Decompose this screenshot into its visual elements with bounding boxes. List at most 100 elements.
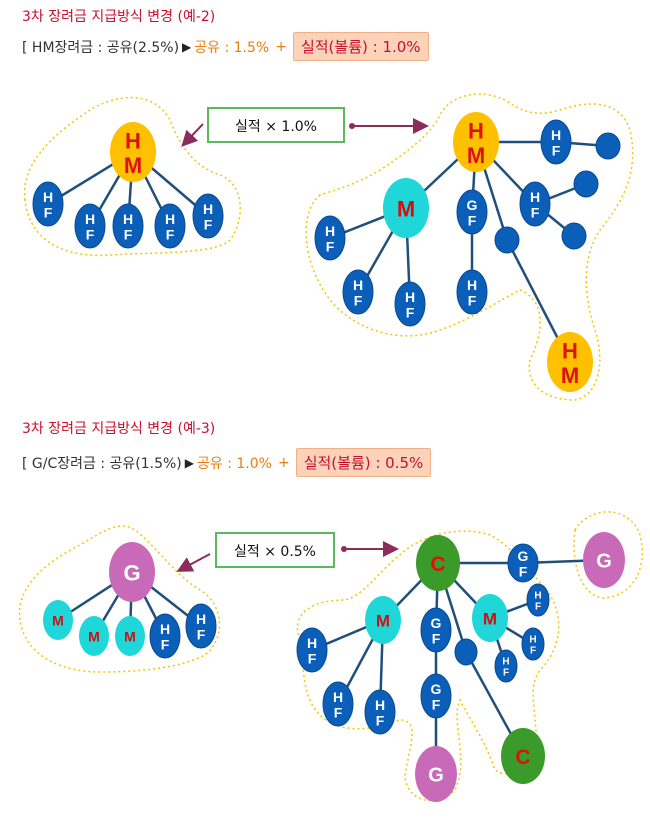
node-shape xyxy=(507,543,539,583)
example2-multiplier-label: 실적 × 1.0% xyxy=(235,119,317,135)
node-b2-d4 xyxy=(494,226,520,254)
node-label: H xyxy=(534,591,541,602)
node-a3-m1: M xyxy=(43,600,73,640)
node-label: F xyxy=(86,226,95,242)
node-label: G xyxy=(431,615,442,631)
node-label: F xyxy=(197,626,206,642)
node-b2-hf5: HF xyxy=(394,281,426,327)
node-label: F xyxy=(204,216,213,232)
node-label: H xyxy=(165,211,175,227)
node-shape xyxy=(561,222,587,250)
node-shape xyxy=(583,532,625,588)
node-label: M xyxy=(397,196,415,221)
node-shape xyxy=(521,627,545,661)
node-shape xyxy=(322,681,354,727)
node-label: H xyxy=(125,129,141,154)
node-shape xyxy=(420,673,452,719)
node-label: H xyxy=(530,189,540,205)
node-label: M xyxy=(561,363,579,388)
example3-rule-prefix: [ G/C장려금 : 공유(1.5%) xyxy=(22,455,182,472)
example2-rule-highlight: 실적(볼륨) : 1.0% xyxy=(292,32,429,61)
node-a2-hf5: HF xyxy=(192,193,224,239)
node-b3-m2: M xyxy=(472,594,508,642)
node-a3-g: G xyxy=(109,542,155,602)
node-shape xyxy=(149,613,181,659)
node-shape xyxy=(192,193,224,239)
node-label: M xyxy=(124,628,136,644)
node-label: H xyxy=(502,657,509,668)
node-shape xyxy=(112,203,144,249)
node-label: F xyxy=(503,668,509,679)
node-label: F xyxy=(432,630,441,646)
node-label: H xyxy=(468,119,484,144)
node-label: C xyxy=(515,746,530,769)
node-label: H xyxy=(43,189,53,205)
node-b2-hm: HM xyxy=(453,112,499,172)
node-shape xyxy=(519,181,551,227)
node-shape xyxy=(573,170,599,198)
node-shape xyxy=(456,269,488,315)
node-b3-m1: M xyxy=(365,596,401,644)
group-outline-left-2 xyxy=(23,96,241,257)
node-shape xyxy=(74,203,106,249)
node-shape xyxy=(79,616,109,656)
example3-title: 3차 장려금 지급방식 변경 (예-3) xyxy=(22,421,216,437)
node-b3-c: C xyxy=(416,535,460,591)
example2-title: 3차 장려금 지급방식 변경 (예-2) xyxy=(22,9,216,25)
node-a2-hm: HM xyxy=(110,122,156,182)
node-shape xyxy=(540,119,572,165)
node-b3-hf4: HF xyxy=(296,627,328,673)
group-outline-right-2 xyxy=(305,93,634,401)
node-label: G xyxy=(518,548,529,564)
node-shape xyxy=(115,616,145,656)
node-b2-hf4: HF xyxy=(342,269,374,315)
node-label: H xyxy=(160,621,170,637)
node-shape xyxy=(454,638,478,666)
node-a2-hf4: HF xyxy=(154,203,186,249)
group-outline-left-3 xyxy=(18,525,221,673)
node-shape xyxy=(456,189,488,235)
node-b3-g1: G xyxy=(583,532,625,588)
node-shape xyxy=(109,542,155,602)
node-shape xyxy=(185,603,217,649)
example3-rule: [ G/C장려금 : 공유(1.5%) ▶ 공유 : 1.0% + 실적(볼륨)… xyxy=(22,448,432,477)
node-label: F xyxy=(531,204,540,220)
node-shape xyxy=(383,178,429,238)
node-shape xyxy=(501,728,545,784)
node-label: H xyxy=(203,201,213,217)
node-label: F xyxy=(406,304,415,320)
plus-sign: + xyxy=(275,38,287,55)
play-arrow-icon: ▶ xyxy=(184,455,194,470)
node-label: M xyxy=(88,628,100,644)
node-shape xyxy=(547,332,593,392)
node-label: F xyxy=(468,212,477,228)
node-a3-hf1: HF xyxy=(149,613,181,659)
group-outline-g-top-right xyxy=(573,511,644,599)
node-shape xyxy=(342,269,374,315)
node-label: M xyxy=(483,609,497,628)
node-label: H xyxy=(529,635,536,646)
example3-rule-highlight: 실적(볼륨) : 0.5% xyxy=(295,448,432,477)
node-b2-d2 xyxy=(573,170,599,198)
node-label: G xyxy=(596,551,612,573)
node-label: H xyxy=(325,223,335,239)
node-label: F xyxy=(468,292,477,308)
node-label: H xyxy=(333,689,343,705)
node-label: G xyxy=(467,197,478,213)
node-shape xyxy=(43,600,73,640)
node-b3-hf3: HF xyxy=(494,649,518,683)
node-label: H xyxy=(467,277,477,293)
node-shape xyxy=(154,203,186,249)
node-shape xyxy=(416,535,460,591)
node-label: F xyxy=(535,602,541,613)
node-label: H xyxy=(123,211,133,227)
node-label: F xyxy=(44,204,53,220)
node-label: F xyxy=(166,226,175,242)
node-b2-hm2: HM xyxy=(547,332,593,392)
node-b2-d3 xyxy=(561,222,587,250)
example2-multiplier-box xyxy=(207,107,345,143)
node-shape xyxy=(314,215,346,261)
node-label: F xyxy=(308,650,317,666)
node-a3-hf2: HF xyxy=(185,603,217,649)
